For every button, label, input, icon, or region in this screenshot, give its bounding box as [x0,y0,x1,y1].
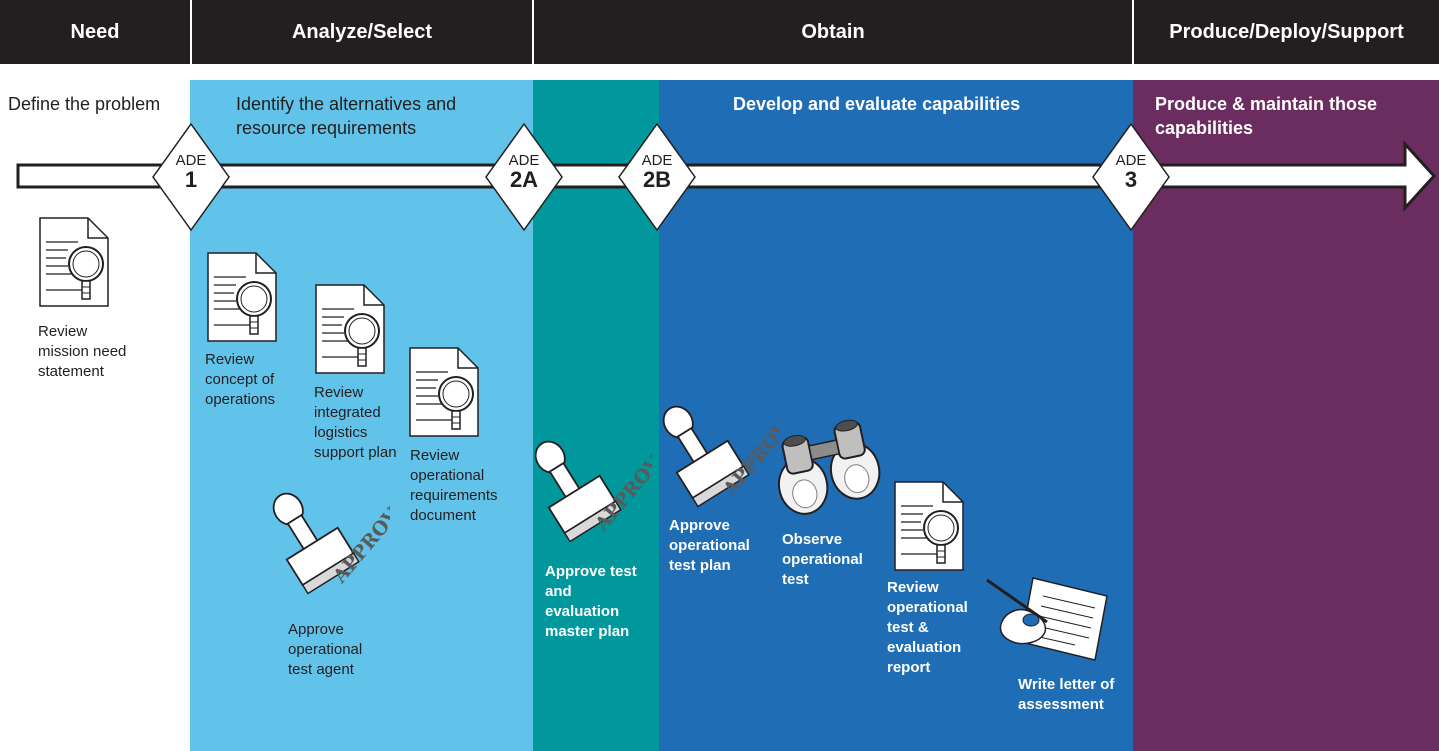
binoculars-icon [777,419,881,515]
activity-review-ord: Review operational requirements document [410,447,498,524]
ade-milestone-2b: ADE 2B [617,122,697,232]
activity-review-concept-of-operations: Review concept of operations [205,351,276,408]
approve-stamp-icon: APPROVE [534,440,652,543]
phase-analyze-select: Analyze/Select [291,21,433,43]
ade-number: 3 [1124,167,1138,192]
approve-stamp-icon: APPROVE [662,405,780,508]
phase-header-bar [0,0,1439,64]
ade-label: ADE [1115,152,1147,169]
band-title-identify: Identify the alternatives and resource r… [236,94,457,138]
ade-label: ADE [508,152,540,169]
activity-approve-test-agent: Approve operational test agent [288,621,363,678]
phase-divider [190,0,192,64]
ade-milestone-1: ADE 1 [151,122,231,232]
ade-label: ADE [641,152,673,169]
activity-approve-otp: Approve operational test plan [669,517,750,574]
activity-approve-temp: Approve test and evaluation master plan [545,563,637,640]
phase-divider [532,0,534,64]
ade-number: 2A [509,167,539,192]
activity-observe-test: Observe operational test [782,531,863,588]
approve-stamp-icon: APPROVE [272,492,390,595]
document-magnifier-icon [315,284,385,374]
document-magnifier-icon [409,347,479,437]
phase-obtain: Obtain [801,21,865,43]
band-title-develop: Develop and evaluate capabilities [733,94,1021,114]
ade-number: 2B [642,167,672,192]
ade-milestone-2a: ADE 2A [484,122,564,232]
document-magnifier-icon [39,217,109,307]
ade-milestone-3: ADE 3 [1091,122,1171,232]
document-magnifier-icon [207,252,277,342]
activity-review-ilsp: Review integrated logistics support plan [314,384,397,461]
pen-writing-icon [986,577,1108,661]
band-produce [1133,80,1439,751]
activity-review-report: Review operational test & evaluation rep… [887,579,968,676]
band-title-define: Define the problem [8,94,161,114]
timeline-arrow [16,140,1437,212]
phase-divider [1132,0,1134,64]
phase-produce: Produce/Deploy/Support [1169,21,1404,43]
ade-label: ADE [175,152,207,169]
document-magnifier-icon [894,481,964,571]
phase-need: Need [70,21,120,43]
activity-write-letter: Write letter of assessment [1018,676,1115,713]
ade-number: 1 [184,167,198,192]
activity-review-mission-need: Review mission need statement [38,323,127,380]
band-title-produce: Produce & maintain those capabilities [1155,94,1378,138]
